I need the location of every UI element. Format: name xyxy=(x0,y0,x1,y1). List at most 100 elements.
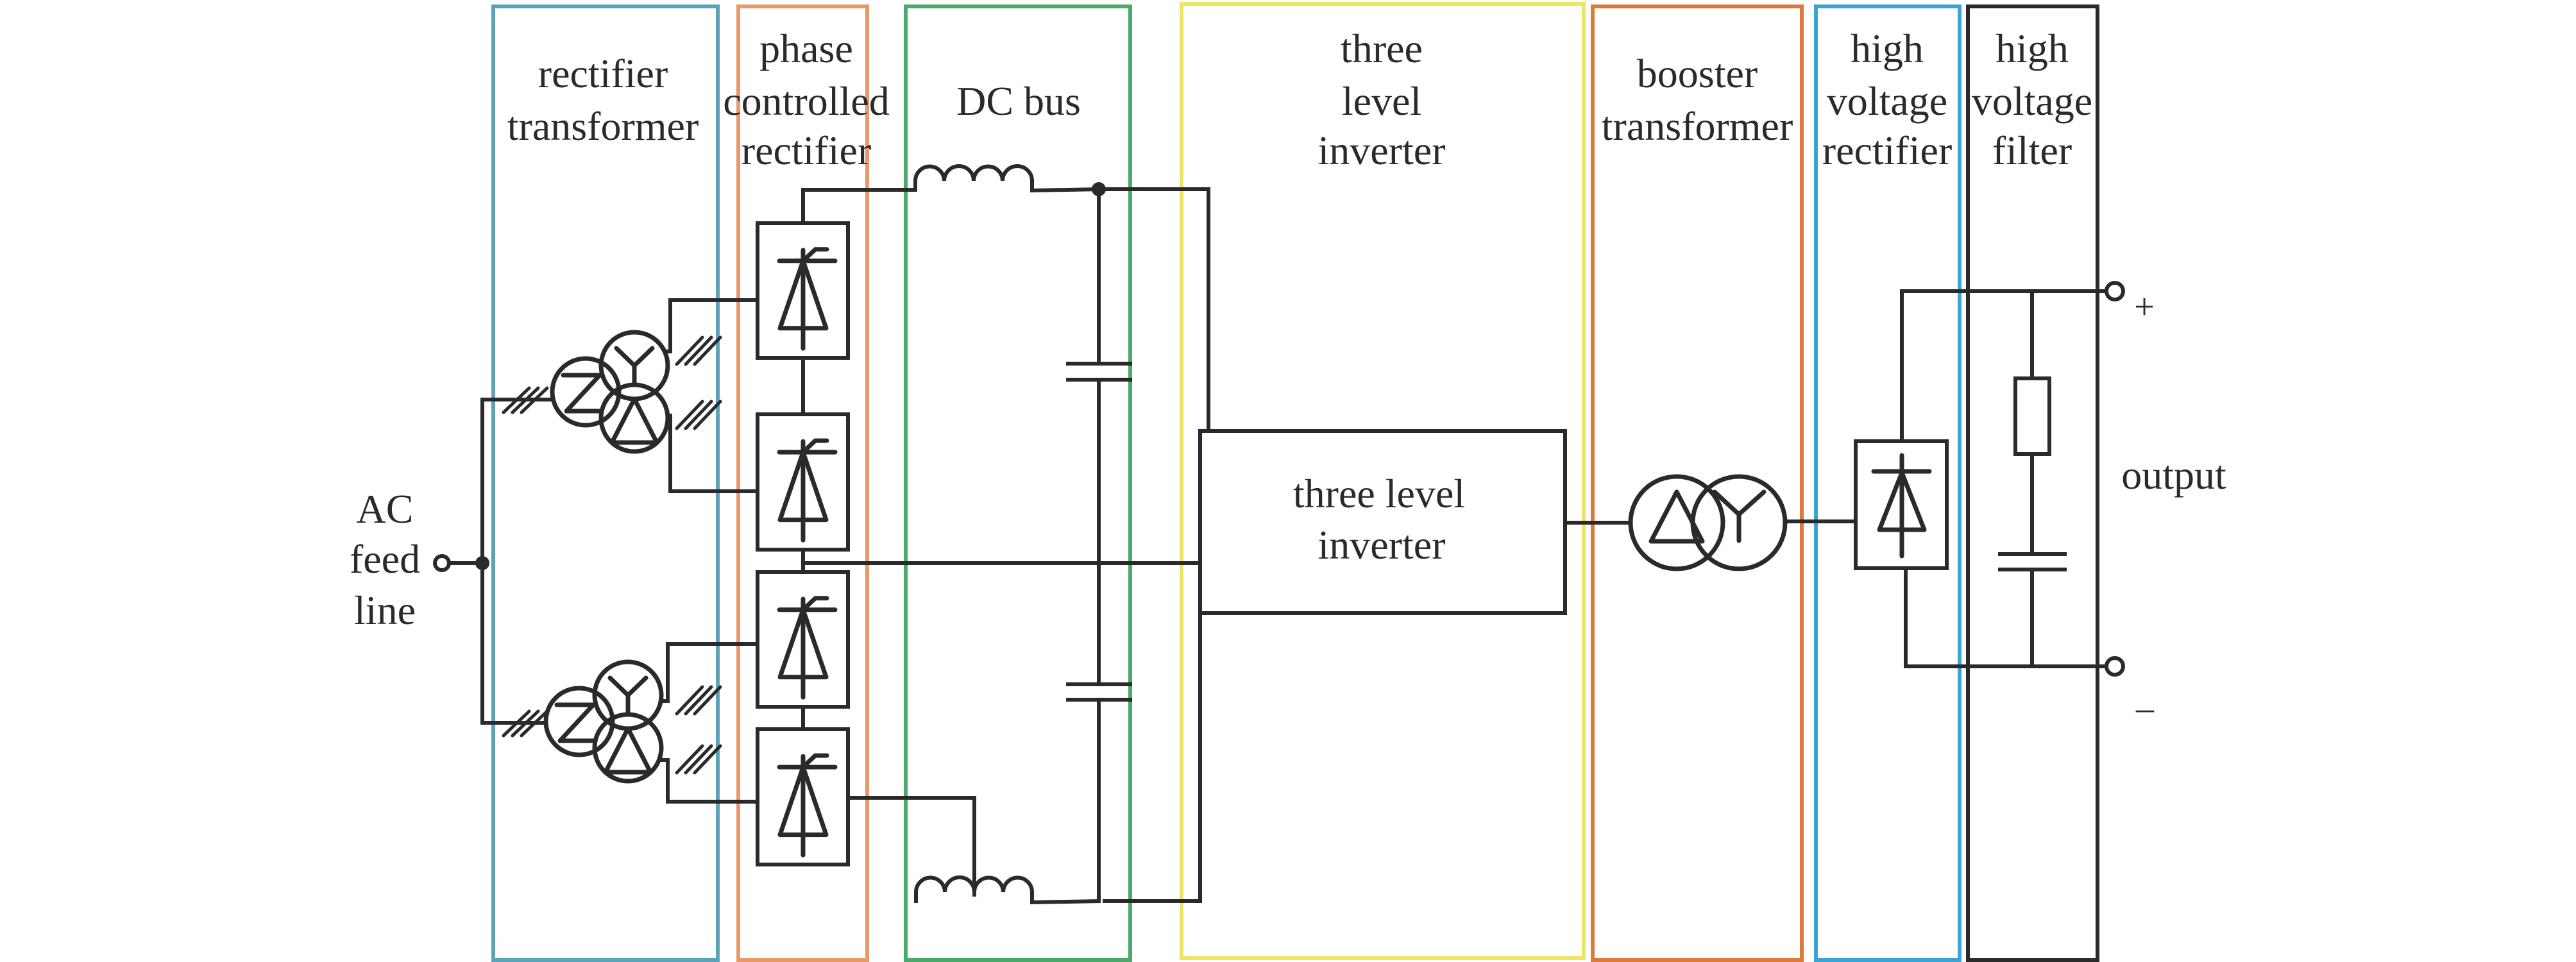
hv-negative-wire xyxy=(1904,566,2117,668)
stage-box-dc-bus xyxy=(904,4,1132,962)
thyristor-gate-icon xyxy=(801,247,829,264)
three-level-inverter-block: three level inverter xyxy=(1198,429,1632,615)
thyristor-bridge xyxy=(756,412,850,552)
rectifier-transformer-symbol xyxy=(480,642,759,804)
thyristor-triangle-icon xyxy=(777,607,829,680)
stage-boxes xyxy=(491,2,2099,962)
three-phase-mark-icon xyxy=(502,709,531,738)
negative-terminal-icon xyxy=(2105,656,2125,677)
thyristor-bridge xyxy=(756,221,850,360)
inverter-box-label-1: three level xyxy=(1293,471,1465,516)
thyristor-bridge xyxy=(756,727,850,866)
three-phase-mark-icon xyxy=(684,400,713,430)
ac-feed-label-2: feed xyxy=(350,536,420,582)
stage-box-high-voltage-filter xyxy=(1966,4,2099,962)
thyristor-bridge xyxy=(756,570,850,709)
title-rectifier-transformer-1: rectifier xyxy=(538,51,668,96)
three-phase-mark-icon xyxy=(520,386,549,414)
three-phase-mark-icon xyxy=(684,335,713,366)
ac-input-terminal-icon xyxy=(433,554,451,572)
title-dc-bus: DC bus xyxy=(956,78,1081,124)
booster-transformer-symbol xyxy=(1628,474,1858,571)
thyristor-triangle-icon xyxy=(777,764,829,838)
three-phase-mark-icon xyxy=(693,400,722,430)
three-phase-mark-icon xyxy=(520,709,549,738)
dc-bus-circuit xyxy=(913,164,1210,905)
stage-box-booster-transformer xyxy=(1591,4,1804,962)
output-terminals: + – output xyxy=(2105,281,2226,728)
delta-symbol-icon xyxy=(1648,489,1705,544)
hv-filter-circuit xyxy=(1998,289,2067,664)
dc-negative-to-inverter-wire xyxy=(1103,611,1202,903)
title-high-voltage-filter-2: voltage xyxy=(1972,78,2092,124)
ac-feed-input: AC feed line xyxy=(350,398,554,725)
three-phase-mark-icon xyxy=(675,400,704,430)
stage-box-three-level-inverter xyxy=(1180,2,1586,960)
thyristor-gate-icon xyxy=(801,596,829,612)
zigzag-winding-icon xyxy=(550,356,622,428)
title-rectifier-transformer-2: transformer xyxy=(507,103,699,149)
positive-terminal-icon xyxy=(2105,281,2125,301)
thyristor-gate-icon xyxy=(801,753,829,770)
three-phase-mark-icon xyxy=(693,335,722,366)
three-phase-mark-icon xyxy=(511,386,540,414)
title-high-voltage-rectifier-2: voltage xyxy=(1827,78,1947,124)
title-high-voltage-rectifier-1: high xyxy=(1851,26,1924,71)
zigzag-symbol-icon xyxy=(554,702,596,743)
delta-winding-icon xyxy=(1628,474,1725,571)
inverter-box-label-2: inverter xyxy=(1318,522,1446,568)
title-high-voltage-rectifier-3: rectifier xyxy=(1822,128,1953,173)
title-three-level-inverter-1: three xyxy=(1341,26,1423,71)
diode-triangle-icon xyxy=(1877,470,1927,532)
delta-symbol-icon xyxy=(603,726,653,775)
three-phase-mark-icon xyxy=(675,335,704,366)
stage-box-phase-controlled-rectifier xyxy=(736,4,869,962)
title-booster-transformer-1: booster xyxy=(1637,51,1758,96)
title-three-level-inverter-3: inverter xyxy=(1318,128,1446,173)
title-three-level-inverter-2: level xyxy=(1342,78,1421,124)
three-phase-mark-icon xyxy=(502,386,531,414)
title-high-voltage-filter-3: filter xyxy=(1992,128,2072,173)
thyristor-bridges xyxy=(756,221,850,866)
inductor-bottom-icon xyxy=(914,875,1101,905)
title-phase-controlled-rectifier-3: rectifier xyxy=(741,128,872,173)
three-phase-mark-icon xyxy=(675,685,704,716)
title-phase-controlled-rectifier-2: controlled xyxy=(723,78,889,124)
three-phase-mark-icon xyxy=(684,744,713,775)
wye-symbol-icon xyxy=(607,675,648,698)
stage-box-rectifier-transformer xyxy=(491,4,720,962)
title-booster-transformer-2: transformer xyxy=(1602,103,1793,149)
wye-symbol-icon xyxy=(614,346,655,368)
zigzag-symbol-icon xyxy=(561,373,602,414)
inductor-top-icon xyxy=(913,164,1101,193)
thyristor-gate-icon xyxy=(801,438,829,455)
negative-rail-wire xyxy=(846,796,976,897)
delta-symbol-icon xyxy=(609,396,659,445)
three-phase-mark-icon xyxy=(693,685,722,716)
thyristor-triangle-icon xyxy=(777,258,829,331)
thyristor-triangle-icon xyxy=(777,450,829,523)
rectifier-transformer-symbol xyxy=(480,298,759,493)
hv-rectifier-circuit xyxy=(1854,289,2117,668)
rectifier-transformers xyxy=(480,298,759,804)
title-high-voltage-filter-1: high xyxy=(1996,26,2069,71)
title-phase-controlled-rectifier-1: phase xyxy=(759,26,853,71)
ac-feed-label-1: AC xyxy=(357,486,414,532)
dc-positive-to-inverter-wire xyxy=(1097,187,1210,433)
resistor-icon xyxy=(2013,376,2051,456)
wye-secondary-wire xyxy=(659,642,759,703)
negative-sign: – xyxy=(2135,688,2155,728)
three-phase-mark-icon xyxy=(511,709,540,738)
rectifier-wiring xyxy=(801,188,1202,897)
positive-sign: + xyxy=(2134,287,2155,327)
three-phase-mark-icon xyxy=(684,685,713,716)
output-label: output xyxy=(2121,452,2226,498)
ac-feed-label-3: line xyxy=(354,587,416,633)
delta-secondary-wire xyxy=(666,414,759,493)
three-phase-mark-icon xyxy=(675,744,704,775)
positive-rail-wire xyxy=(801,188,917,225)
three-phase-mark-icon xyxy=(693,744,722,775)
wye-secondary-wire xyxy=(666,298,759,353)
hv-positive-wire xyxy=(1900,289,2117,443)
